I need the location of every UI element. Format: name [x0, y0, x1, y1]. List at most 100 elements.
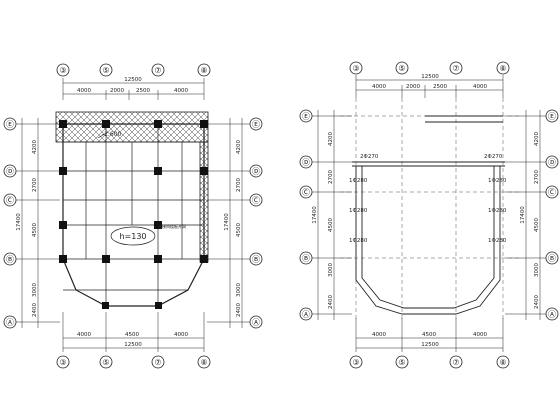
axis-label: ⑤ — [398, 64, 405, 73]
dim-span: 2400 — [534, 295, 540, 309]
axis-label: Ⓓ — [548, 158, 556, 167]
dim-span: 2400 — [236, 303, 242, 317]
left-top-dimensions — [62, 78, 205, 100]
dim-span: 3000 — [32, 283, 38, 297]
dim-total: 17400 — [224, 213, 230, 231]
axis-label: ⑤ — [398, 358, 405, 367]
dim-span: 4500 — [236, 223, 242, 237]
dim-total: 17400 — [520, 206, 526, 224]
dim-span: 2500 — [433, 84, 447, 90]
axis-label: ⑧ — [499, 358, 506, 367]
dim-span: 4000 — [473, 84, 487, 90]
dim-span: 4500 — [534, 218, 540, 232]
axis-label: Ⓔ — [302, 112, 310, 121]
dim-span: 4000 — [473, 332, 487, 338]
dim-total: 12500 — [124, 77, 142, 83]
axis-label: Ⓐ — [252, 318, 260, 327]
right-top-dimensions — [355, 75, 504, 98]
dim-span: 2700 — [328, 170, 334, 184]
axis-label: ③ — [352, 64, 359, 73]
axis-label: ⑧ — [499, 64, 506, 73]
right-top-axis-bubbles: ③ ⑤ ⑦ ⑧ — [349, 61, 510, 75]
left-slab-outline — [62, 123, 205, 307]
dim-span: 2700 — [534, 170, 540, 184]
axis-label: ⑤ — [102, 66, 109, 75]
dim-span: 4500 — [125, 332, 139, 338]
axis-label: ⑦ — [452, 358, 459, 367]
dim-total: 12500 — [421, 74, 439, 80]
dim-span: 4200 — [32, 140, 38, 154]
dim-span: 4000 — [372, 84, 386, 90]
axis-label: ⑦ — [452, 64, 459, 73]
beam-label: 1Φ280 — [488, 238, 507, 244]
hatched-zone-top — [55, 111, 209, 143]
left-bottom-axis-bubbles: ③ ⑤ ⑦ ⑧ — [56, 355, 211, 369]
note-label: 楼梯间楼板开洞 — [158, 223, 186, 229]
dim-span: 2000 — [110, 88, 124, 94]
axis-label: ③ — [59, 66, 66, 75]
beam-label: 2Φ270 — [484, 154, 503, 160]
axis-label: Ⓓ — [6, 167, 14, 176]
slab-thickness-label: h=130 — [119, 232, 146, 241]
slab-thickness-bubble — [110, 226, 156, 246]
axis-label: Ⓔ — [252, 120, 260, 129]
dim-span: 4000 — [372, 332, 386, 338]
dim-span: 2700 — [236, 178, 242, 192]
left-plan: ③ ⑤ ⑦ ⑧ 12500 4000 2000 2500 4000 Ⓔ — [3, 63, 263, 369]
dim-span: 4000 — [174, 332, 188, 338]
right-plan: ③ ⑤ ⑦ ⑧ 12500 4000 2000 2500 4000 Ⓔ Ⓓ — [299, 61, 559, 369]
axis-label: Ⓒ — [302, 188, 310, 197]
axis-label: ⑦ — [154, 358, 161, 367]
dim-span: 3000 — [236, 283, 242, 297]
right-bottom-dimensions — [355, 318, 504, 352]
right-side-dimension-lines — [312, 110, 546, 320]
dim-span: 4500 — [422, 332, 436, 338]
dim-span: 4500 — [32, 223, 38, 237]
dim-total: 17400 — [16, 213, 22, 231]
left-top-axis-bubbles: ③ ⑤ ⑦ ⑧ — [56, 63, 211, 77]
left-bottom-dimensions — [62, 312, 205, 352]
beam-label: 1Φ280 — [349, 238, 368, 244]
axis-label: ③ — [352, 358, 359, 367]
dim-span: 3000 — [534, 263, 540, 277]
axis-label: ⑧ — [200, 66, 207, 75]
axis-label: Ⓑ — [548, 254, 556, 263]
beam-label: 1Φ280 — [349, 178, 368, 184]
axis-label: ⑤ — [102, 358, 109, 367]
axis-label: Ⓔ — [6, 120, 14, 129]
right-bottom-axis-bubbles: ③ ⑤ ⑦ ⑧ — [349, 355, 510, 369]
dim-total: 17400 — [312, 206, 318, 224]
axis-label: ⑦ — [154, 66, 161, 75]
dim-span: 4500 — [328, 218, 334, 232]
level-label: -1.600 — [102, 131, 122, 138]
axis-label: ⑧ — [200, 358, 207, 367]
axis-label: Ⓐ — [548, 310, 556, 319]
dim-span: 4200 — [534, 132, 540, 146]
left-side-axis-bubbles: Ⓔ Ⓓ Ⓒ Ⓑ Ⓐ — [3, 117, 17, 329]
beam-label: 1Φ280 — [488, 178, 507, 184]
dim-span: 4000 — [77, 332, 91, 338]
dim-span: 2500 — [136, 88, 150, 94]
right-side-axis-bubbles-right: Ⓔ Ⓓ Ⓒ Ⓑ Ⓐ — [545, 109, 559, 321]
axis-label: Ⓒ — [548, 188, 556, 197]
axis-label: Ⓑ — [252, 255, 260, 264]
dim-span: 4200 — [236, 140, 242, 154]
dim-span: 2000 — [406, 84, 420, 90]
beam-label: 1Φ280 — [349, 208, 368, 214]
dim-span: 2700 — [32, 178, 38, 192]
dim-span: 2400 — [32, 303, 38, 317]
axis-label: Ⓓ — [252, 167, 260, 176]
beam-label: 1Φ280 — [488, 208, 507, 214]
dim-span: 4000 — [77, 88, 91, 94]
axis-label: Ⓓ — [302, 158, 310, 167]
dim-span: 2400 — [328, 295, 334, 309]
left-side-axis-bubbles-right: Ⓔ Ⓓ Ⓒ Ⓑ Ⓐ — [249, 117, 263, 329]
left-side-dimension-lines — [16, 118, 250, 328]
axis-label: Ⓐ — [302, 310, 310, 319]
right-beams — [352, 115, 505, 315]
axis-label: Ⓒ — [252, 196, 260, 205]
dim-span: 4200 — [328, 132, 334, 146]
left-columns — [59, 120, 208, 309]
